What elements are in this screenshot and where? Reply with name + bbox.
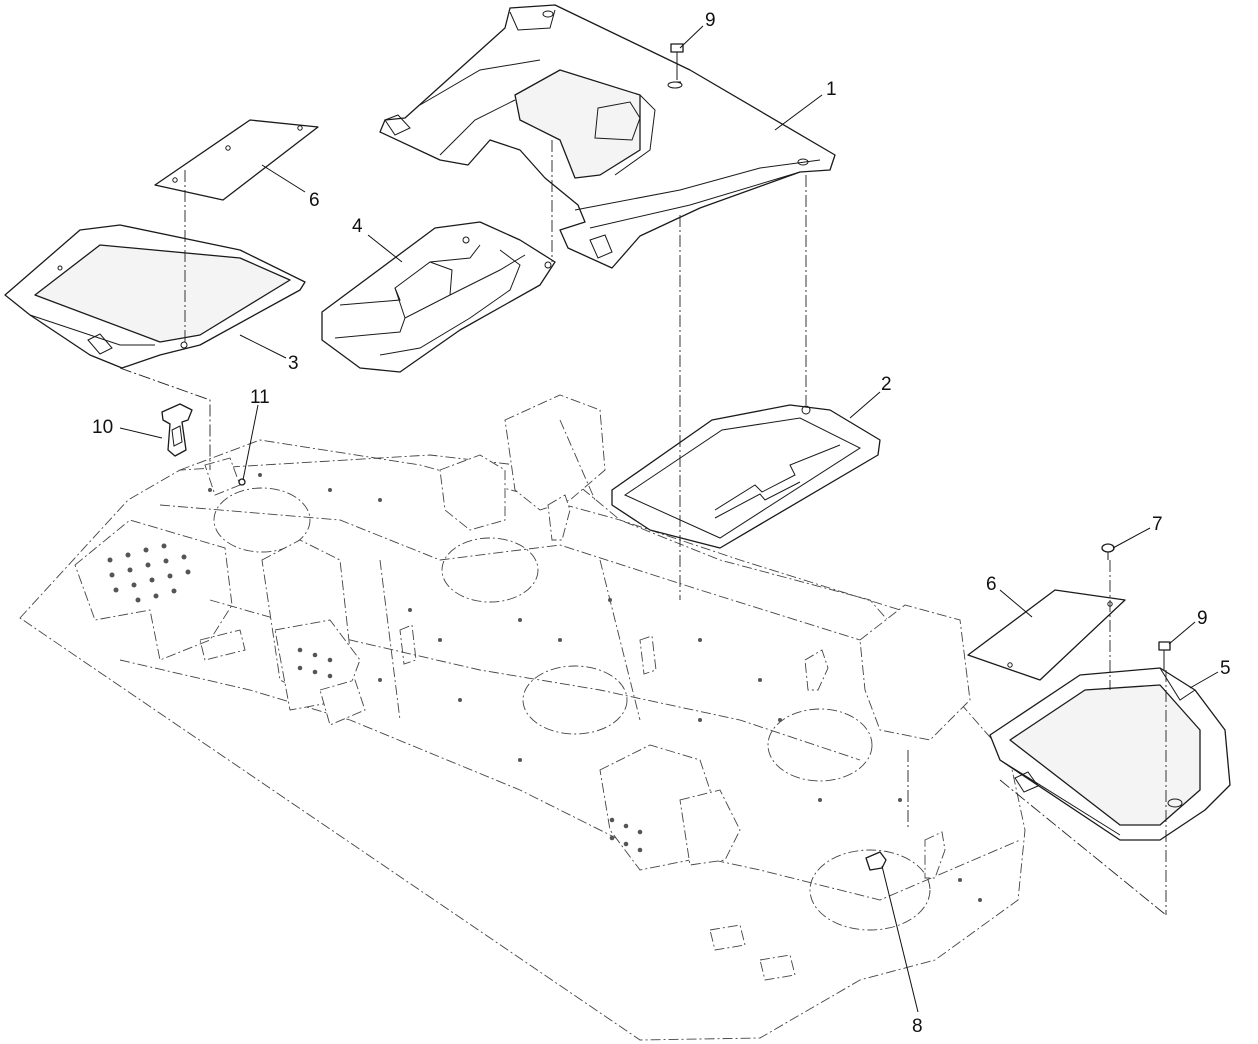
callout-labels: 1 2 3 4 5 6 6 7 8 9 9 10 11 — [92, 10, 1231, 1037]
callout-10: 10 — [92, 417, 113, 438]
part-10-latch — [161, 403, 193, 457]
callout-7: 7 — [1152, 514, 1163, 535]
callout-9-right: 9 — [1197, 608, 1208, 629]
part-11-rivet — [238, 478, 246, 486]
part-4-center-panel — [321, 221, 556, 373]
callout-8: 8 — [912, 1016, 923, 1037]
part-1-upper-cover — [379, 4, 836, 269]
part-3-left-cover — [4, 224, 306, 369]
callout-11: 11 — [250, 387, 270, 408]
callout-6-right: 6 — [986, 574, 997, 595]
part-8-clip — [865, 851, 887, 871]
callout-6-left: 6 — [309, 190, 320, 211]
callout-9-top: 9 — [705, 10, 716, 31]
assembly-centerlines — [119, 140, 1167, 916]
callout-leaders — [119, 25, 1219, 1013]
part-5-right-cover — [989, 667, 1231, 841]
part-6-plate-right — [967, 589, 1126, 681]
callout-4: 4 — [352, 216, 363, 237]
callout-1: 1 — [826, 79, 837, 100]
callout-5: 5 — [1220, 658, 1231, 679]
part-9-screw-right — [1158, 641, 1171, 670]
part-2-center-plate — [611, 404, 881, 549]
part-6-plate-left — [154, 119, 319, 201]
part-9-screw-top — [670, 43, 684, 83]
chassis-frame-phantom — [19, 394, 1026, 1041]
part-7-push-rivet — [1101, 543, 1115, 560]
callout-3: 3 — [288, 353, 299, 374]
callout-2: 2 — [881, 374, 892, 395]
